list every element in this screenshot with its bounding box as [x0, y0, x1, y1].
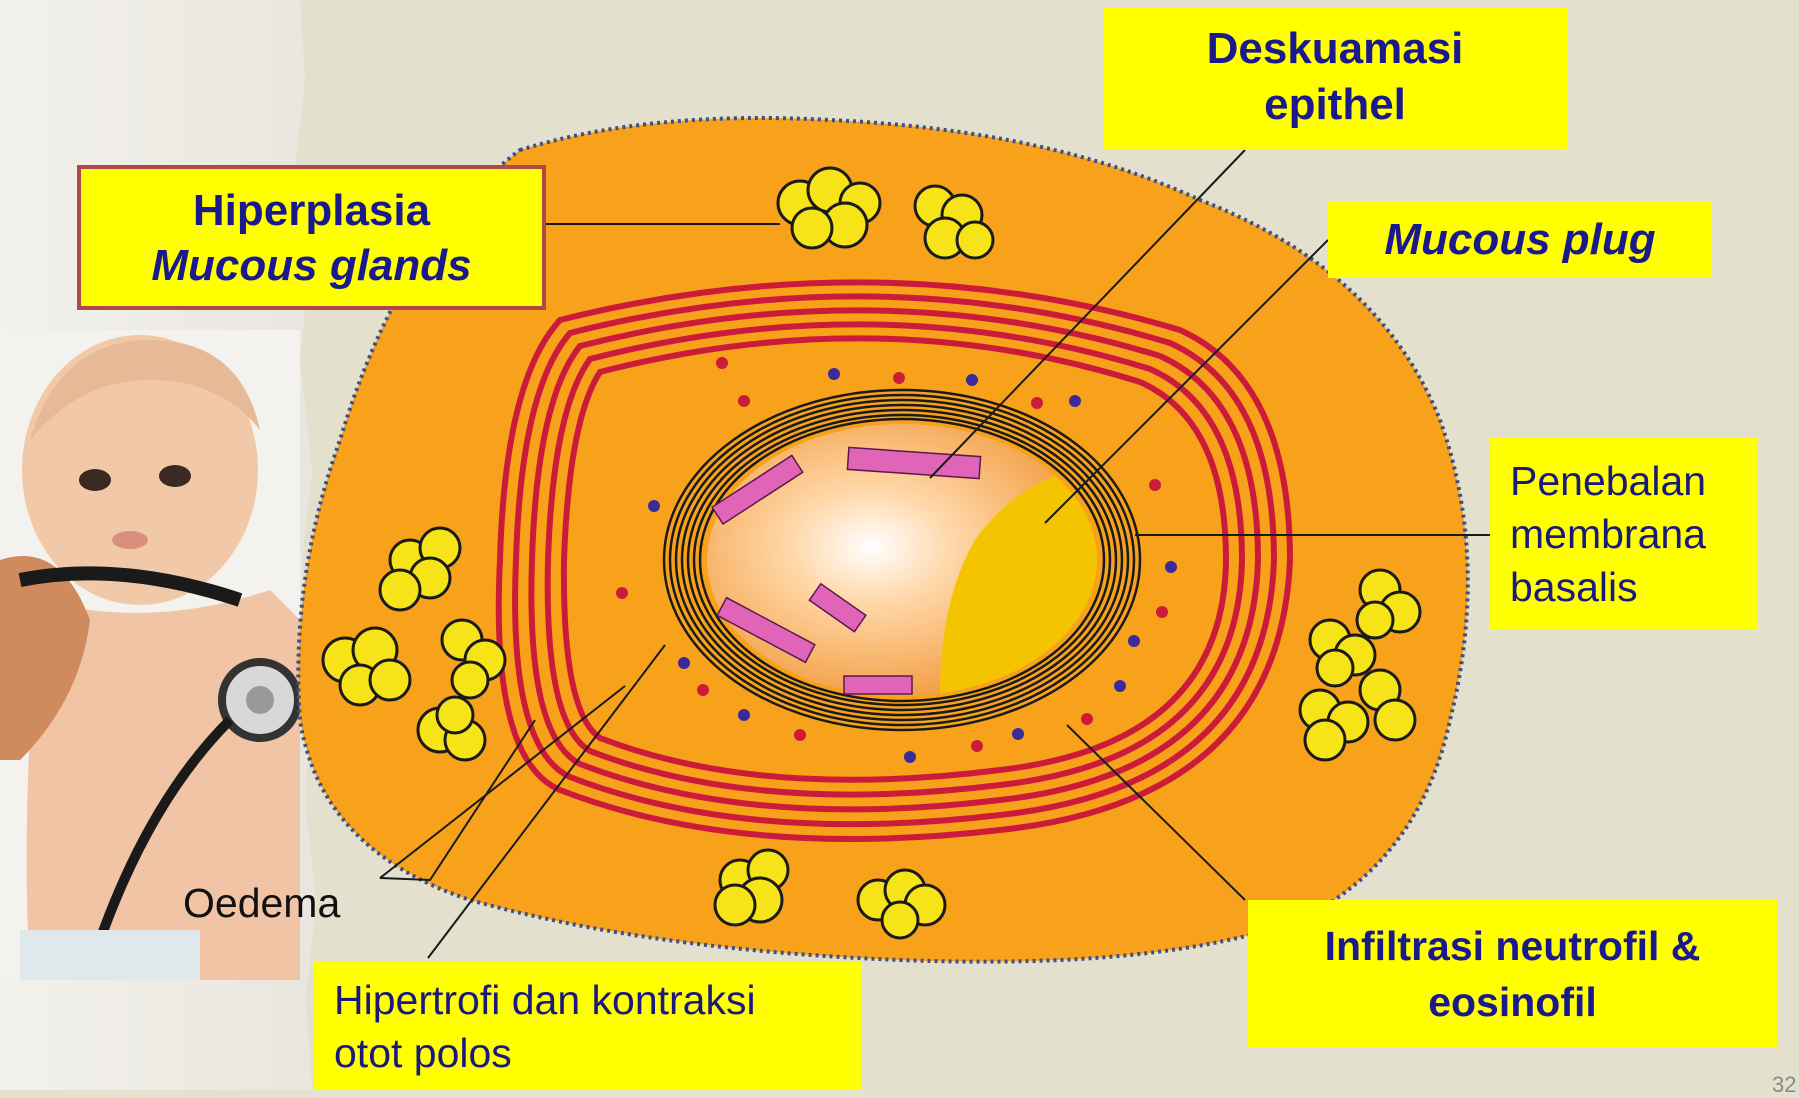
- membrana-text: membrana: [1510, 508, 1758, 561]
- epithel-text: epithel: [1103, 77, 1567, 133]
- eosinofil-text: eosinofil: [1248, 974, 1777, 1030]
- hipertrofi-label: Hipertrofi dan kontraksi otot polos: [314, 962, 862, 1090]
- basalis-text: basalis: [1510, 561, 1758, 614]
- otot-polos-text: otot polos: [334, 1027, 862, 1080]
- oedema-label: Oedema: [183, 880, 340, 927]
- deskuamasi-label: Deskuamasi epithel: [1103, 7, 1567, 150]
- hiperplasia-label: Hiperplasia Mucous glands: [77, 165, 546, 310]
- infiltrasi-label: Infiltrasi neutrofil & eosinofil: [1248, 900, 1777, 1047]
- hipertrofi-text: Hipertrofi dan kontraksi: [334, 974, 862, 1027]
- penebalan-text: Penebalan: [1510, 455, 1758, 508]
- mucous-plug-text: Mucous plug: [1384, 215, 1655, 264]
- page-number: 32: [1772, 1072, 1796, 1098]
- mucous-plug-label: Mucous plug: [1328, 201, 1712, 278]
- penebalan-label: Penebalan membrana basalis: [1490, 437, 1758, 630]
- mucous-glands-text: Mucous glands: [81, 238, 542, 293]
- infiltrasi-text: Infiltrasi neutrofil &: [1248, 918, 1777, 974]
- deskuamasi-text: Deskuamasi: [1103, 21, 1567, 77]
- hiperplasia-title: Hiperplasia: [81, 183, 542, 238]
